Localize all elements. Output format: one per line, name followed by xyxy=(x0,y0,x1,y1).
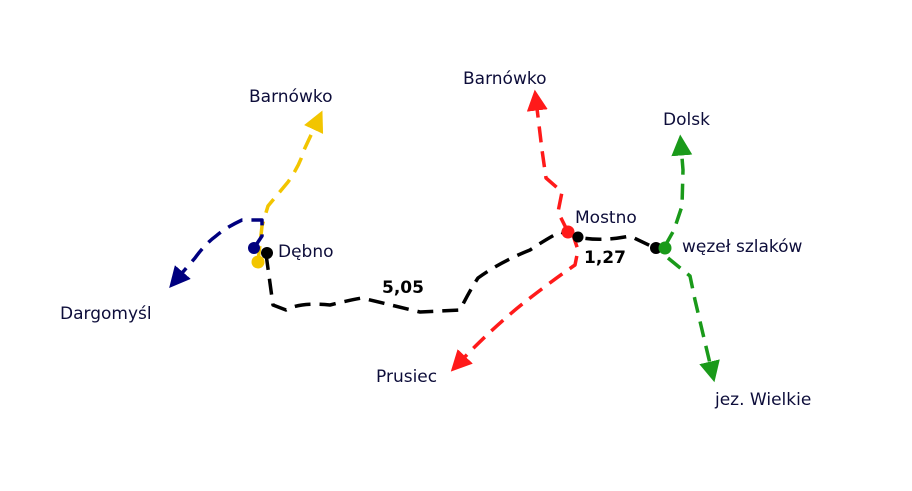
label-dargomysl: Dargomyśl xyxy=(60,304,152,324)
label-wezel-szlakow: węzeł szlaków xyxy=(682,237,803,257)
black-trail-node-debno xyxy=(261,247,273,259)
black-trail-node-wezel xyxy=(650,242,662,254)
green-trail-dolsk xyxy=(663,134,693,247)
green-trail-jez-wielkie xyxy=(666,256,720,383)
black-trail-node-mostno xyxy=(572,231,584,243)
red-trail-prusiec xyxy=(450,231,580,372)
label-barnowko-yellow: Barnówko xyxy=(249,87,333,107)
label-barnowko-red: Barnówko xyxy=(463,69,547,89)
red-trail-barnowko xyxy=(526,89,570,233)
red-trail-node xyxy=(561,225,575,239)
yellow-trail-node xyxy=(251,255,265,269)
black-trail-debno-wezel xyxy=(264,230,656,314)
label-jez-wielkie: jez. Wielkie xyxy=(715,390,812,410)
distance-mostno-wezel: 1,27 xyxy=(584,248,626,268)
green-trail-node xyxy=(658,241,672,255)
label-mostno: Mostno xyxy=(575,208,637,228)
label-dolsk: Dolsk xyxy=(663,110,710,130)
blue-trail-dargomysl xyxy=(169,218,264,288)
yellow-trail-barnowko xyxy=(256,110,324,263)
label-debno: Dębno xyxy=(278,242,334,262)
blue-trail-node xyxy=(248,242,260,254)
label-prusiec: Prusiec xyxy=(376,367,438,387)
distance-debno-mostno: 5,05 xyxy=(382,278,424,298)
